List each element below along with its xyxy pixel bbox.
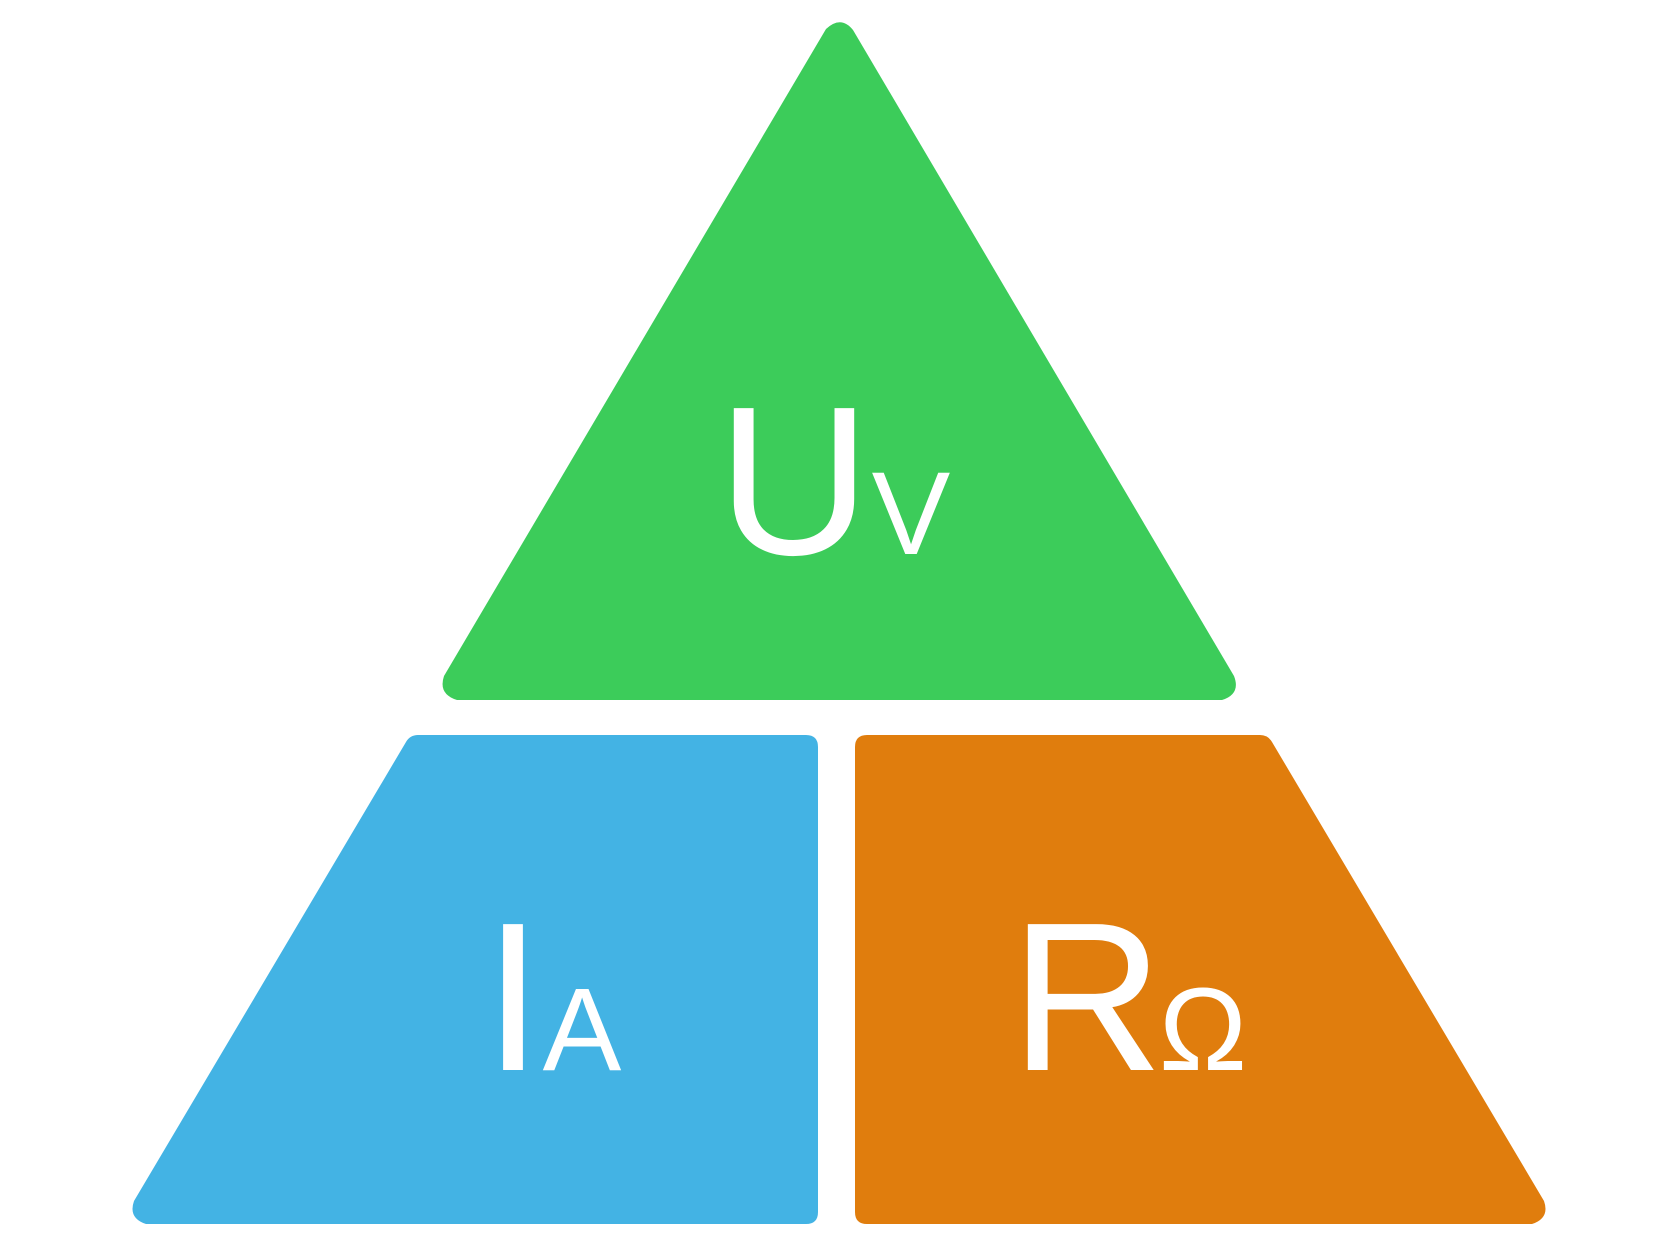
voltage-symbol: U — [717, 362, 870, 599]
resistance-symbol: R — [1010, 878, 1163, 1115]
resistance-unit: Ω — [1159, 964, 1247, 1096]
voltage-unit: V — [872, 448, 951, 580]
resistance-section — [855, 735, 1546, 1224]
voltage-section — [442, 22, 1236, 700]
current-unit: A — [543, 964, 622, 1096]
current-section — [132, 735, 818, 1224]
current-symbol: I — [484, 878, 543, 1115]
